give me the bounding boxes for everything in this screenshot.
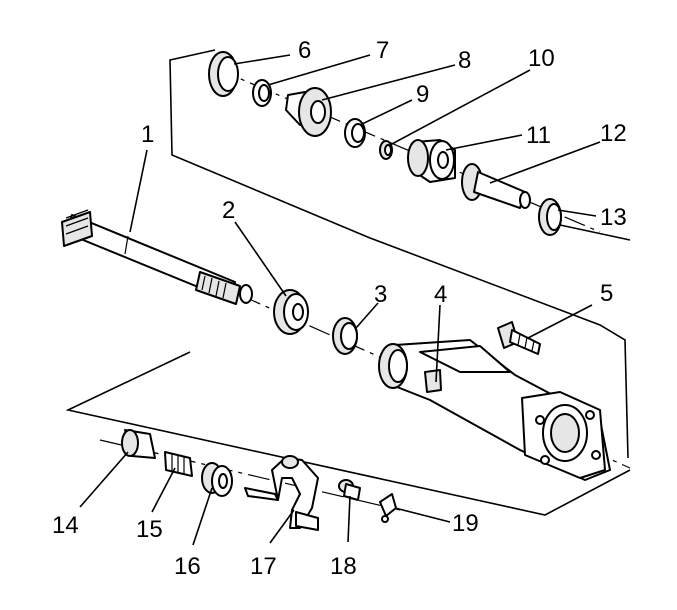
callout-15: 15 (136, 516, 163, 543)
coupling (407, 139, 456, 183)
shift-fork (244, 455, 319, 531)
leader-16 (192, 487, 213, 546)
callout-labels: 1 2 3 4 5 6 7 8 9 10 11 12 13 14 15 16 1… (52, 37, 627, 580)
callout-10: 10 (528, 45, 555, 72)
rear-seal (538, 198, 562, 236)
callout-6: 6 (298, 37, 311, 64)
callout-14: 14 (52, 512, 79, 539)
upper-subassembly-frame (169, 49, 631, 459)
callout-12: 12 (600, 120, 627, 147)
leader-lines (79, 54, 601, 546)
leader-15 (151, 467, 176, 513)
leader-17 (269, 509, 295, 544)
washer (379, 140, 393, 160)
bushing (201, 462, 233, 497)
leader-14 (79, 451, 129, 508)
leader-13 (557, 209, 597, 217)
spring (164, 451, 193, 477)
drive-gear (285, 87, 332, 137)
callout-11: 11 (526, 122, 551, 149)
spacer-ring (332, 317, 358, 355)
housing (378, 339, 611, 481)
leader-2 (234, 221, 287, 297)
callout-5: 5 (600, 280, 613, 307)
callout-19: 19 (452, 510, 479, 537)
leader-7 (267, 54, 371, 86)
callout-18: 18 (330, 553, 357, 580)
leader-1 (129, 149, 148, 233)
leader-4 (435, 304, 441, 383)
leader-12 (489, 141, 601, 184)
pivot-pin (338, 479, 361, 501)
leader-9 (359, 99, 413, 126)
leader-8 (321, 64, 456, 101)
leader-5 (527, 304, 593, 339)
callout-7: 7 (376, 37, 389, 64)
callout-8: 8 (458, 47, 471, 74)
callout-13: 13 (600, 204, 627, 231)
leader-11 (445, 134, 523, 151)
bolt (497, 321, 541, 355)
leader-6 (233, 54, 291, 65)
callout-4: 4 (434, 281, 447, 308)
snap-ring-7 (252, 79, 272, 107)
leader-10 (389, 69, 531, 146)
lower-subassembly-frame (65, 351, 631, 516)
output-shaft (61, 209, 253, 305)
driven-gear-shaft (461, 163, 531, 209)
callout-17: 17 (250, 553, 277, 580)
callout-2: 2 (222, 197, 235, 224)
leader-18 (347, 495, 351, 543)
callout-9: 9 (416, 81, 429, 108)
retainer-clip (121, 429, 156, 459)
leader-3 (355, 302, 379, 329)
lock-clip (379, 493, 397, 523)
callout-16: 16 (174, 553, 201, 580)
bearing (273, 289, 309, 335)
callout-3: 3 (374, 281, 387, 308)
callout-1: 1 (141, 121, 154, 148)
seal (208, 51, 239, 97)
leader-19 (394, 507, 451, 523)
snap-ring-9 (344, 118, 366, 148)
